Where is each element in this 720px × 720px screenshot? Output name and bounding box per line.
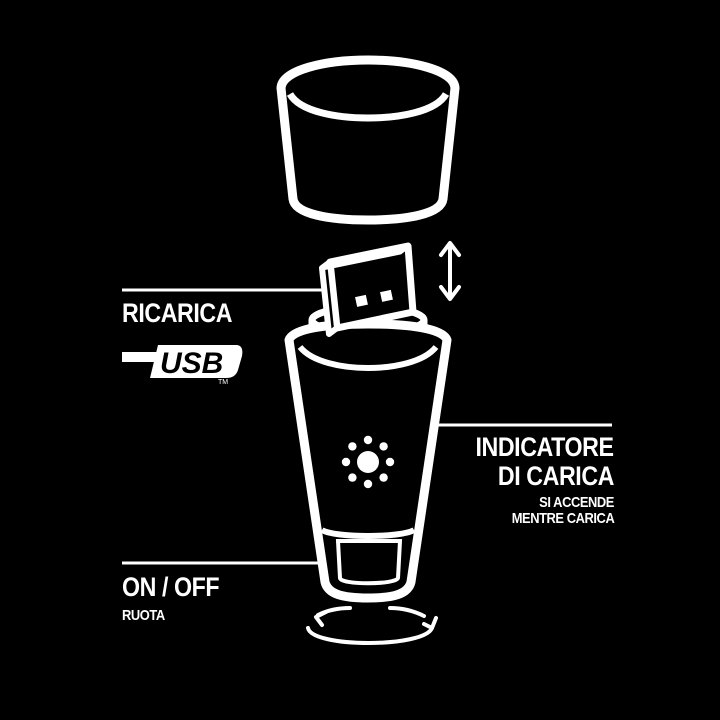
- usb-tm-mark: TM: [218, 379, 228, 386]
- indicatore-sub-line2: MENTRE CARICA: [511, 510, 614, 527]
- usb-logo-icon: USB TM: [122, 345, 243, 386]
- led-indicator-icon: [341, 435, 395, 489]
- double-arrow-vertical-icon: [439, 241, 461, 301]
- ruota-label: RUOTA: [122, 607, 165, 624]
- indicatore-label-line1: INDICATORE: [475, 432, 614, 462]
- indicatore-label-line2: DI CARICA: [497, 461, 615, 491]
- usb-logo-text: USB: [160, 347, 223, 380]
- cap: [276, 55, 460, 225]
- onoff-label: ON / OFF: [122, 572, 220, 602]
- indicatore-sub-line1: SI ACCENDE: [539, 494, 614, 511]
- ricarica-label: RICARICA: [122, 298, 233, 328]
- rotate-arrows-icon: [306, 606, 438, 645]
- usb-plug: [319, 242, 417, 337]
